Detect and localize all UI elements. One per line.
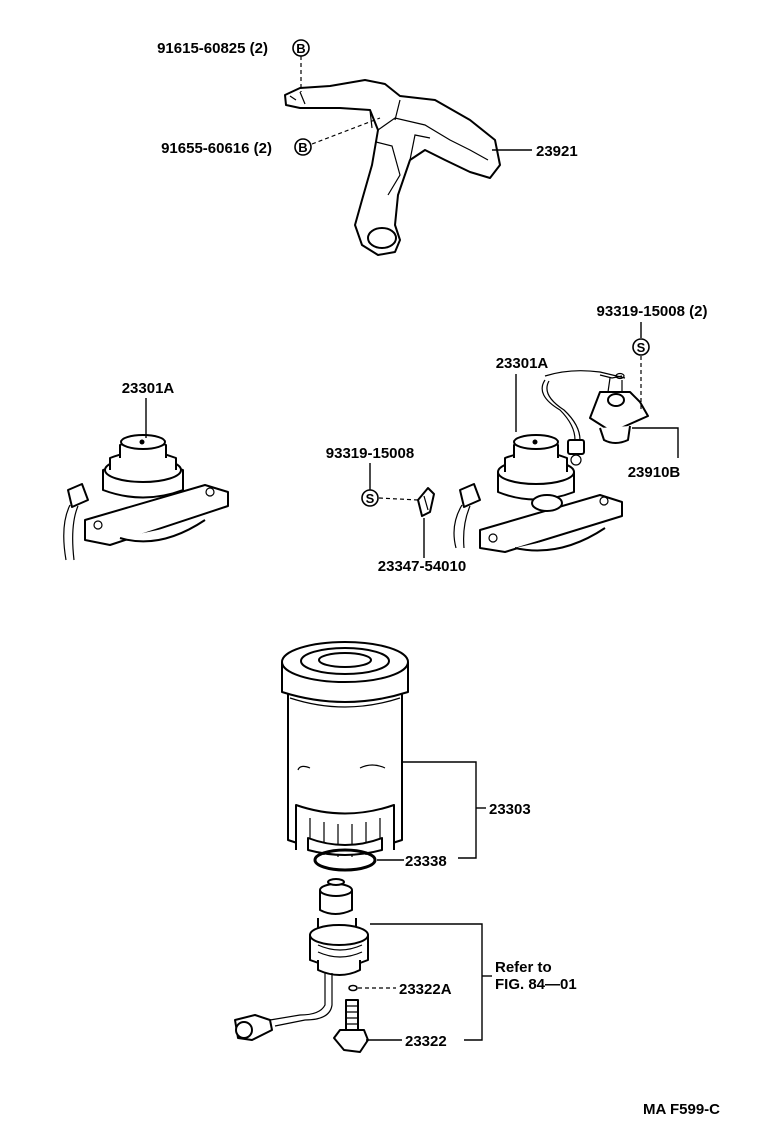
- label-refer-line1: Refer to: [495, 959, 552, 976]
- leader-sensor: [632, 427, 679, 458]
- figure-code: MA F599-C: [643, 1101, 720, 1118]
- leader-screw-to-clip: [378, 497, 419, 501]
- label-screw-mid: 93319-15008: [326, 445, 414, 462]
- label-bolt-top: 91615-60825 (2): [157, 40, 268, 57]
- label-filter: 23303: [489, 801, 531, 818]
- leader-refer-bracket: [370, 923, 483, 1041]
- drain-plug-23322-drawing: [333, 999, 369, 1053]
- filter-23303-drawing: [281, 641, 409, 857]
- leader-bolt-mid: [311, 117, 381, 145]
- filter-head-left-drawing: [63, 434, 229, 561]
- bolt-marker-letter-top: B: [296, 41, 305, 56]
- sensor-23910b-drawing: [589, 377, 649, 444]
- label-screw-right: 93319-15008 (2): [597, 303, 708, 320]
- water-sensor-drawing: [234, 878, 369, 1041]
- leader-filter-bracket: [402, 761, 477, 859]
- screw-marker-letter-mid: S: [366, 491, 375, 506]
- label-refer-line2: FIG. 84—01: [495, 976, 577, 993]
- screw-marker-right: S: [632, 338, 650, 356]
- clip-23347-drawing: [417, 487, 435, 517]
- bolt-marker-top: B: [292, 39, 310, 57]
- label-clip: 23347-54010: [378, 558, 466, 575]
- label-oring: 23322A: [399, 981, 452, 998]
- label-filter-head-right: 23301A: [496, 355, 549, 372]
- gasket-23338-drawing: [313, 848, 377, 872]
- bolt-marker-mid: B: [294, 138, 312, 156]
- filter-head-right-drawing: [453, 434, 623, 553]
- oring-23322a-drawing: [348, 984, 358, 992]
- label-bolt-mid: 91655-60616 (2): [161, 140, 272, 157]
- label-drain-plug: 23322: [405, 1033, 447, 1050]
- screw-marker-mid: S: [361, 489, 379, 507]
- bracket-23921-drawing: [284, 79, 501, 256]
- label-bracket: 23921: [536, 143, 578, 160]
- label-filter-head-left: 23301A: [122, 380, 175, 397]
- sensor-wire-drawing: [541, 370, 626, 466]
- bolt-marker-letter-mid: B: [298, 140, 307, 155]
- label-gasket: 23338: [405, 853, 447, 870]
- screw-marker-letter-right: S: [637, 340, 646, 355]
- label-sensor: 23910B: [628, 464, 681, 481]
